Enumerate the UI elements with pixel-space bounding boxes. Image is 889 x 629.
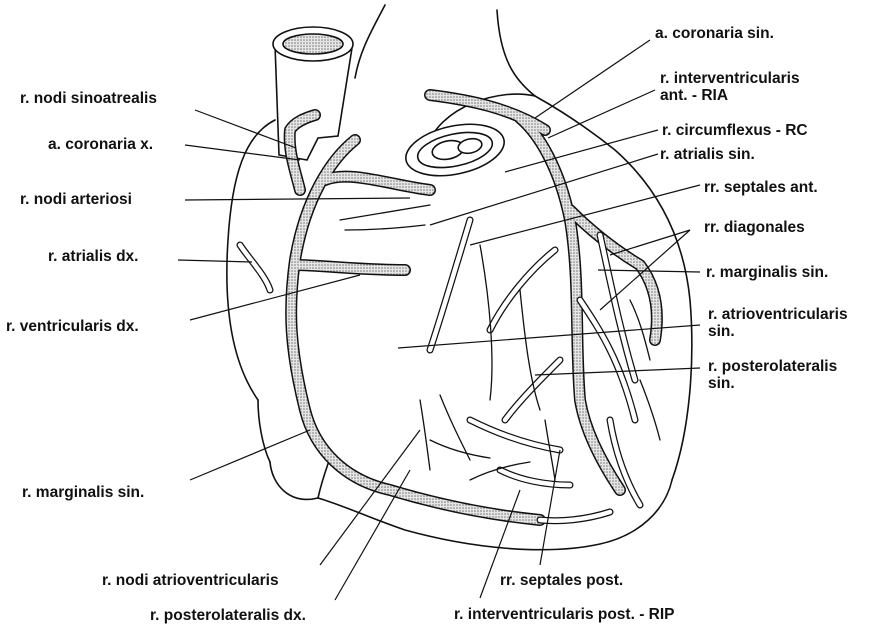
label-rr-septales-post: rr. septales post. [500,572,623,589]
label-a-coronaria-dx: a. coronaria x. [48,136,153,153]
label-r-posterolateralis-sin: r. posterolateralis sin. [708,358,837,392]
label-r-nodi-arteriosi: r. nodi arteriosi [20,191,132,208]
label-line: sin. [708,323,848,340]
pulmonary-vessel [401,116,509,184]
label-r-nodi-atrioventricularis: r. nodi atrioventricularis [102,572,279,589]
label-r-atrialis-sin: r. atrialis sin. [660,146,755,163]
label-r-marginalis-sin-left: r. marginalis sin. [22,484,144,501]
label-a-coronaria-sin: a. coronaria sin. [655,25,774,42]
label-line: r. atrioventricularis [708,306,848,323]
label-r-posterolateralis-dx: r. posterolateralis dx. [150,607,306,624]
label-rr-diagonales: rr. diagonales [704,219,805,236]
label-line: ant. - RIA [660,87,800,104]
label-r-interventricularis-ant: r. interventricularis ant. - RIA [660,70,800,104]
label-line: r. posterolateralis [708,358,837,375]
label-r-atrialis-dx: r. atrialis dx. [48,248,138,265]
label-line: sin. [708,375,837,392]
label-r-ventricularis-dx: r. ventricularis dx. [6,318,139,335]
label-r-interventricularis-post: r. interventricularis post. - RIP [454,606,675,623]
label-r-atrioventricularis-sin: r. atrioventricularis sin. [708,306,848,340]
label-r-marginalis-sin-right: r. marginalis sin. [706,264,828,281]
label-r-circumflexus: r. circumflexus - RC [662,122,808,139]
label-r-nodi-sinoatrealis: r. nodi sinoatrealis [20,90,157,107]
label-line: r. interventricularis [660,70,800,87]
label-rr-septales-ant: rr. septales ant. [704,179,818,196]
